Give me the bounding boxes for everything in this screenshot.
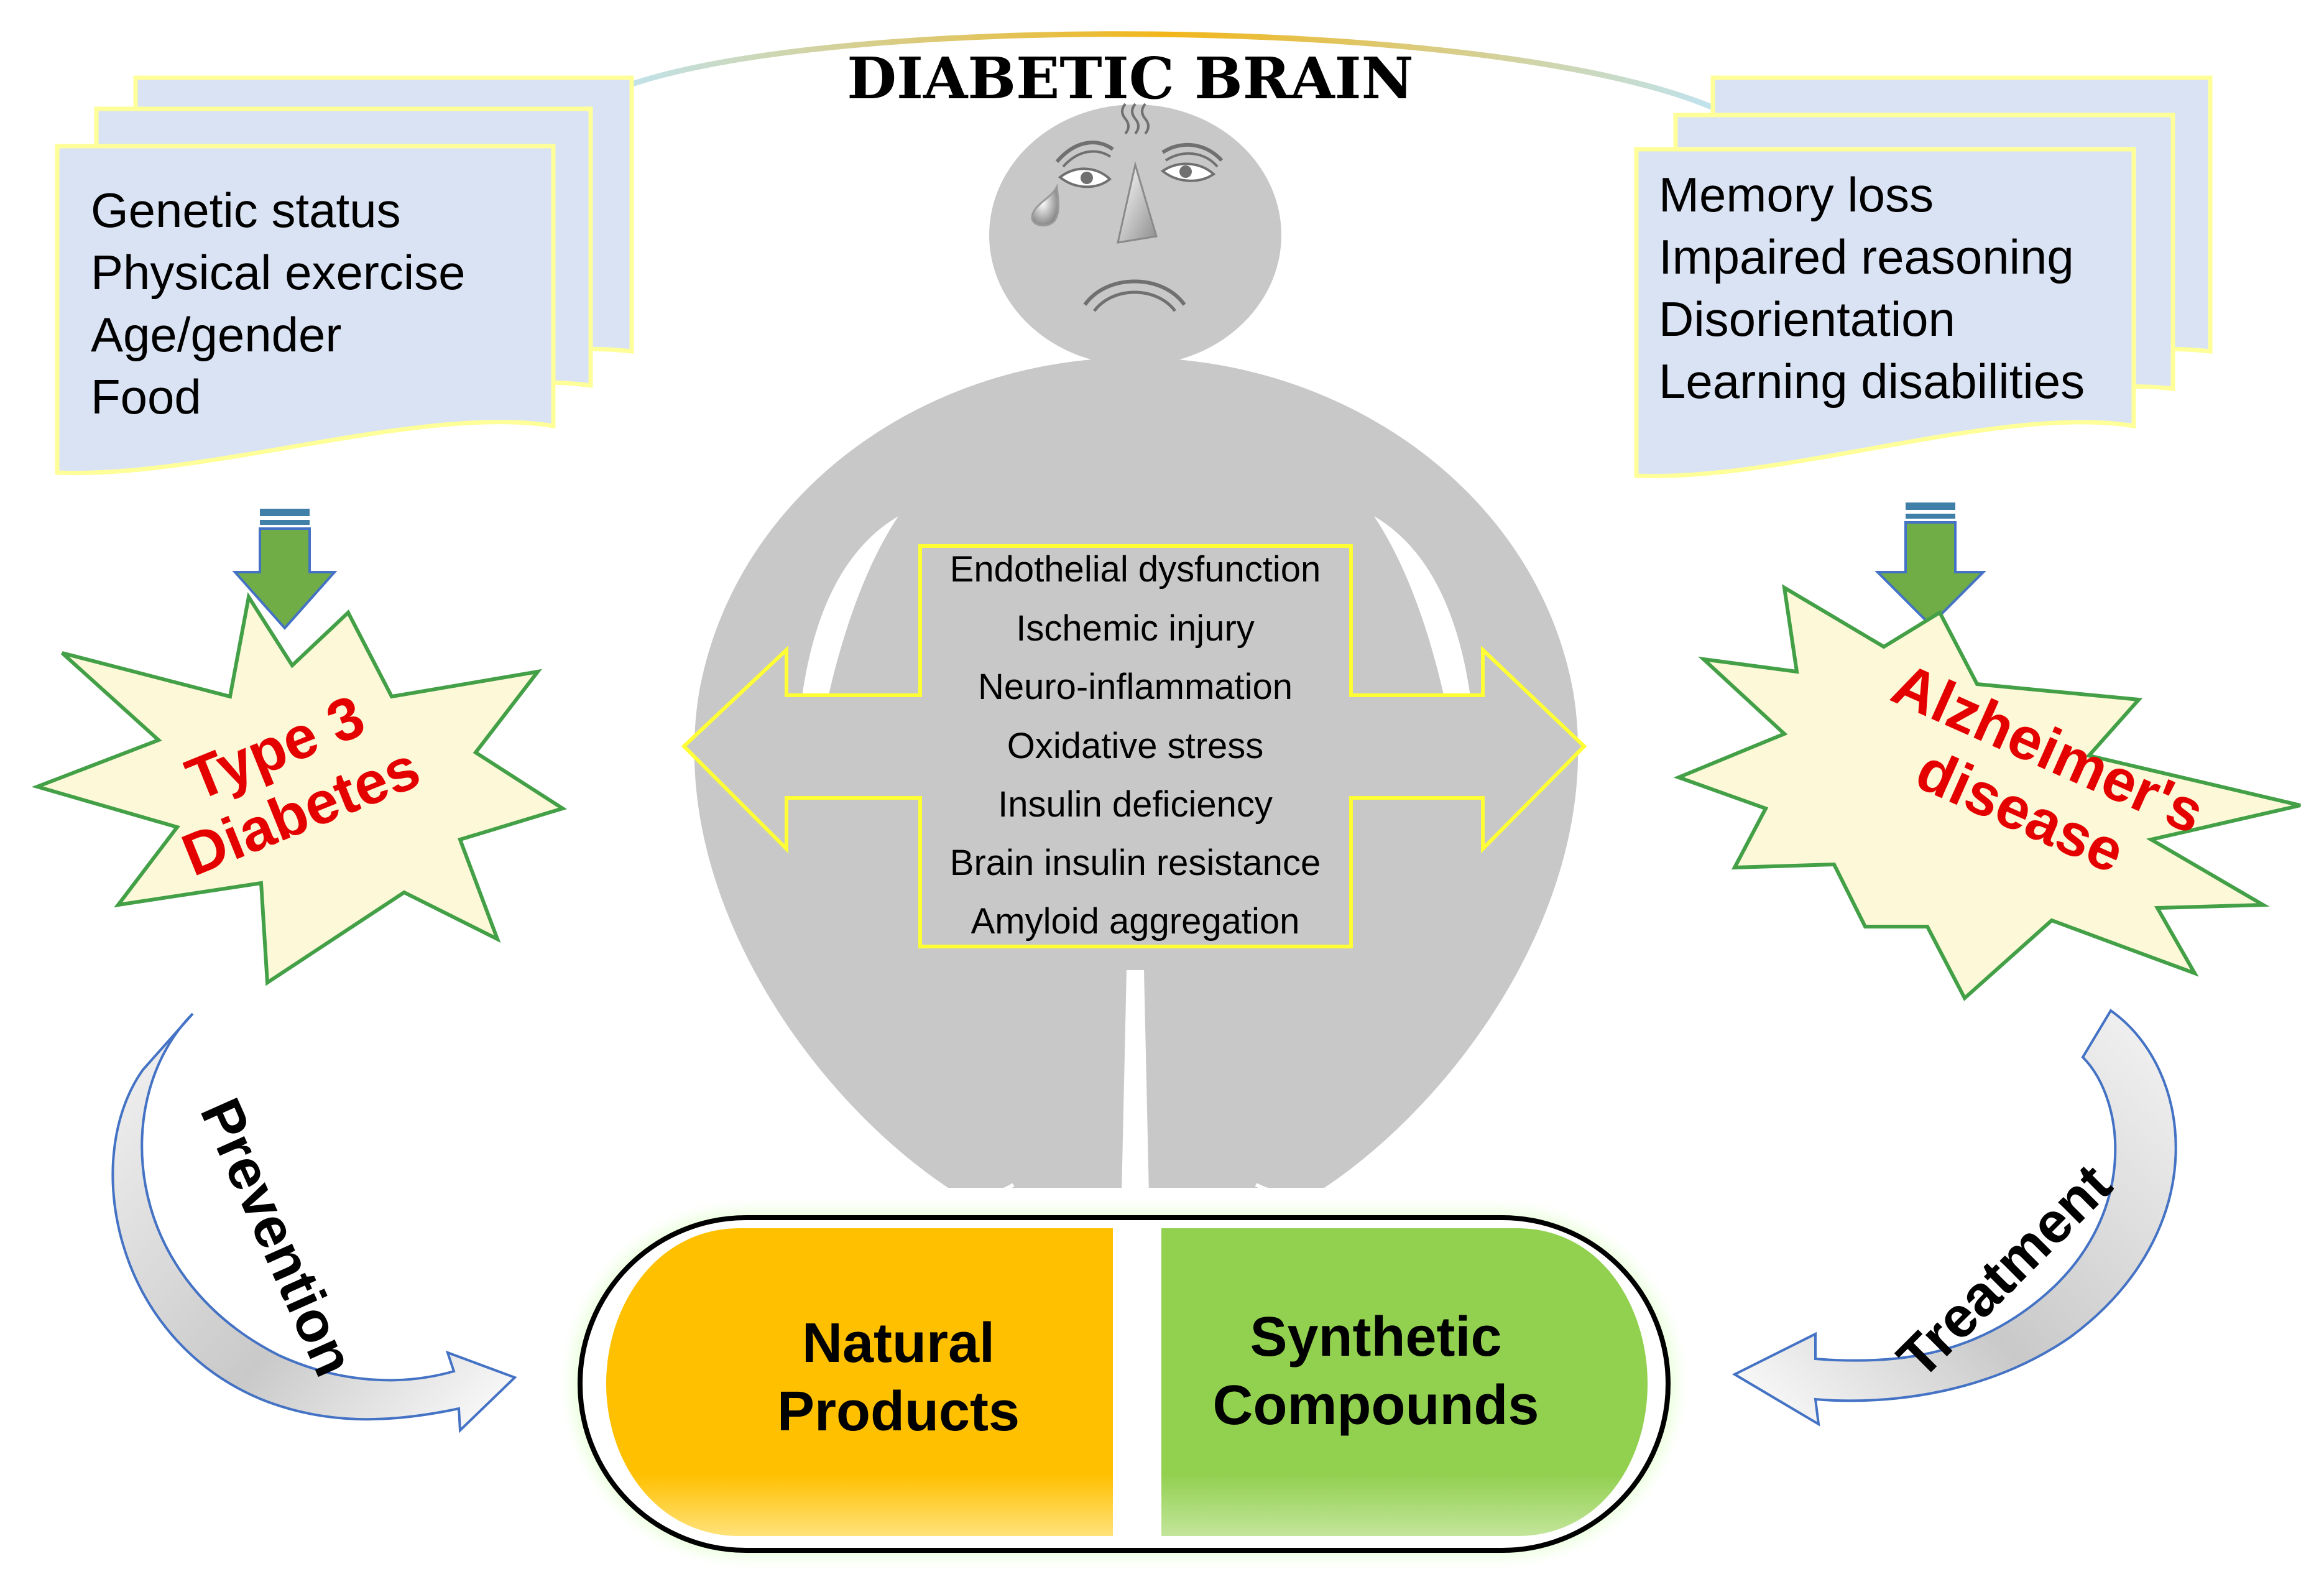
treatment-curved-arrow: Treatment: [1731, 1009, 2177, 1427]
left-down-arrow: [232, 509, 338, 631]
symptoms-document-stack: Memory loss Impaired reasoning Disorient…: [1634, 75, 2213, 479]
mechanism-item: Insulin deficiency: [998, 784, 1273, 825]
treatment-capsule: Natural Products Synthetic Compounds: [571, 1210, 1677, 1558]
sad-face: [1031, 103, 1224, 312]
double-headed-arrow: [681, 544, 1587, 948]
capsule-half-natural: [606, 1228, 1113, 1536]
right-down-arrow: [1874, 502, 1986, 627]
risk-factor-item: Physical exercise: [91, 245, 466, 300]
diagram-title: DIABETIC BRAIN: [847, 45, 1414, 112]
top-connector-arc: [614, 31, 1717, 112]
mechanism-item: Neuro-inflammation: [978, 667, 1293, 707]
mechanism-list: Endothelial dysfunction Ischemic injury …: [950, 549, 1321, 942]
mechanism-item: Amyloid aggregation: [971, 901, 1300, 942]
risk-factors-document-stack: Genetic status Physical exercise Age/gen…: [55, 75, 634, 476]
type3-diabetes-burst: Type 3 Diabetes: [31, 591, 568, 986]
symptom-item: Learning disabilities: [1659, 354, 2085, 409]
risk-factor-item: Age/gender: [91, 307, 341, 362]
risk-factor-item: Genetic status: [91, 183, 401, 238]
mechanism-item: Oxidative stress: [1007, 726, 1264, 766]
risk-factor-item: Food: [91, 369, 201, 424]
mechanism-item: Endothelial dysfunction: [950, 549, 1321, 590]
symptom-item: Impaired reasoning: [1659, 229, 2074, 284]
prevention-curved-arrow: Prevention: [111, 1012, 517, 1433]
symptom-item: Disorientation: [1659, 292, 1955, 346]
capsule-left-label: Products: [777, 1381, 1020, 1443]
symptom-item: Memory loss: [1659, 167, 1934, 222]
capsule-right-label: Synthetic: [1250, 1306, 1501, 1368]
alzheimers-disease-burst: Alzheimer's disease: [1673, 584, 2301, 1001]
capsule-right-label: Compounds: [1213, 1374, 1539, 1437]
capsule-left-label: Natural: [802, 1312, 995, 1374]
mechanism-item: Brain insulin resistance: [950, 843, 1321, 883]
mechanism-item: Ischemic injury: [1016, 608, 1255, 649]
capsule-half-synthetic: [1161, 1228, 1648, 1536]
